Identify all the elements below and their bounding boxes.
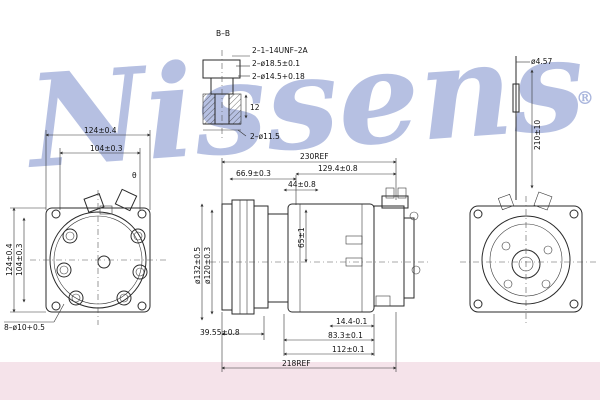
section-title: B–B bbox=[216, 29, 230, 38]
dim-w104-top: 104±0.3 bbox=[90, 144, 123, 153]
front-housing bbox=[267, 213, 289, 303]
nissens-watermark: Nissens bbox=[20, 9, 589, 198]
pulley-body bbox=[231, 199, 255, 315]
dim-h104-left: 104±0.3 bbox=[15, 243, 24, 276]
dim-l144: 14.4-0.1 bbox=[336, 317, 368, 326]
front-center-port bbox=[97, 255, 111, 269]
dim-h12: 12 bbox=[250, 103, 260, 112]
fitting-hatch-left bbox=[202, 93, 216, 125]
dim-d115: 2–ø11.5 bbox=[250, 132, 280, 141]
service-ports bbox=[381, 195, 409, 209]
dim-d145: 2–ø14.5+0.18 bbox=[252, 72, 305, 81]
dim-h124-left: 124±0.4 bbox=[5, 243, 14, 276]
section-bb-detail: B–B 2–1–14UNF–2A 2–ø18.5±0.1 2–ø14.5+0.1… bbox=[202, 29, 309, 141]
dim-hole-left: 8–ø10+0.5 bbox=[4, 323, 45, 332]
dim-l112: 112±0.1 bbox=[332, 345, 365, 354]
dim-d457: ø4.57 bbox=[531, 57, 553, 66]
dim-l44: 44±0.8 bbox=[288, 180, 316, 189]
dim-l669: 66.9±0.3 bbox=[236, 169, 271, 178]
rear-head bbox=[373, 205, 405, 307]
dim-l3955: 39.55±0.8 bbox=[200, 328, 240, 337]
clutch-coil bbox=[253, 205, 269, 309]
dim-h65: 65±1 bbox=[297, 227, 306, 248]
rear-view-right: ø4.57 210±10 bbox=[460, 56, 596, 326]
registered-mark: ® bbox=[576, 88, 594, 109]
dim-v210: 210±10 bbox=[533, 120, 542, 150]
dim-angle: θ bbox=[132, 171, 137, 180]
dim-ref218: 218REF bbox=[282, 359, 311, 368]
dim-l1294: 129.4±0.8 bbox=[318, 164, 358, 173]
dim-d185: 2–ø18.5±0.1 bbox=[252, 59, 300, 68]
pulley-face bbox=[221, 203, 233, 311]
dim-thread: 2–1–14UNF–2A bbox=[252, 46, 309, 55]
side-view: 230REF 66.9±0.3 129.4±0.8 44±0.8 bbox=[193, 152, 430, 372]
dim-w124-top: 124±0.4 bbox=[84, 126, 117, 135]
front-view-left: 124±0.4 104±0.3 θ bbox=[4, 126, 168, 332]
dim-d132: ø132±0.5 bbox=[193, 247, 202, 284]
dim-d120: ø120±0.3 bbox=[203, 247, 212, 284]
dim-l833: 83.3±0.1 bbox=[328, 331, 363, 340]
dim-ref230: 230REF bbox=[300, 152, 329, 161]
wire-connector bbox=[512, 83, 520, 113]
fitting-hatch-right bbox=[228, 93, 242, 125]
